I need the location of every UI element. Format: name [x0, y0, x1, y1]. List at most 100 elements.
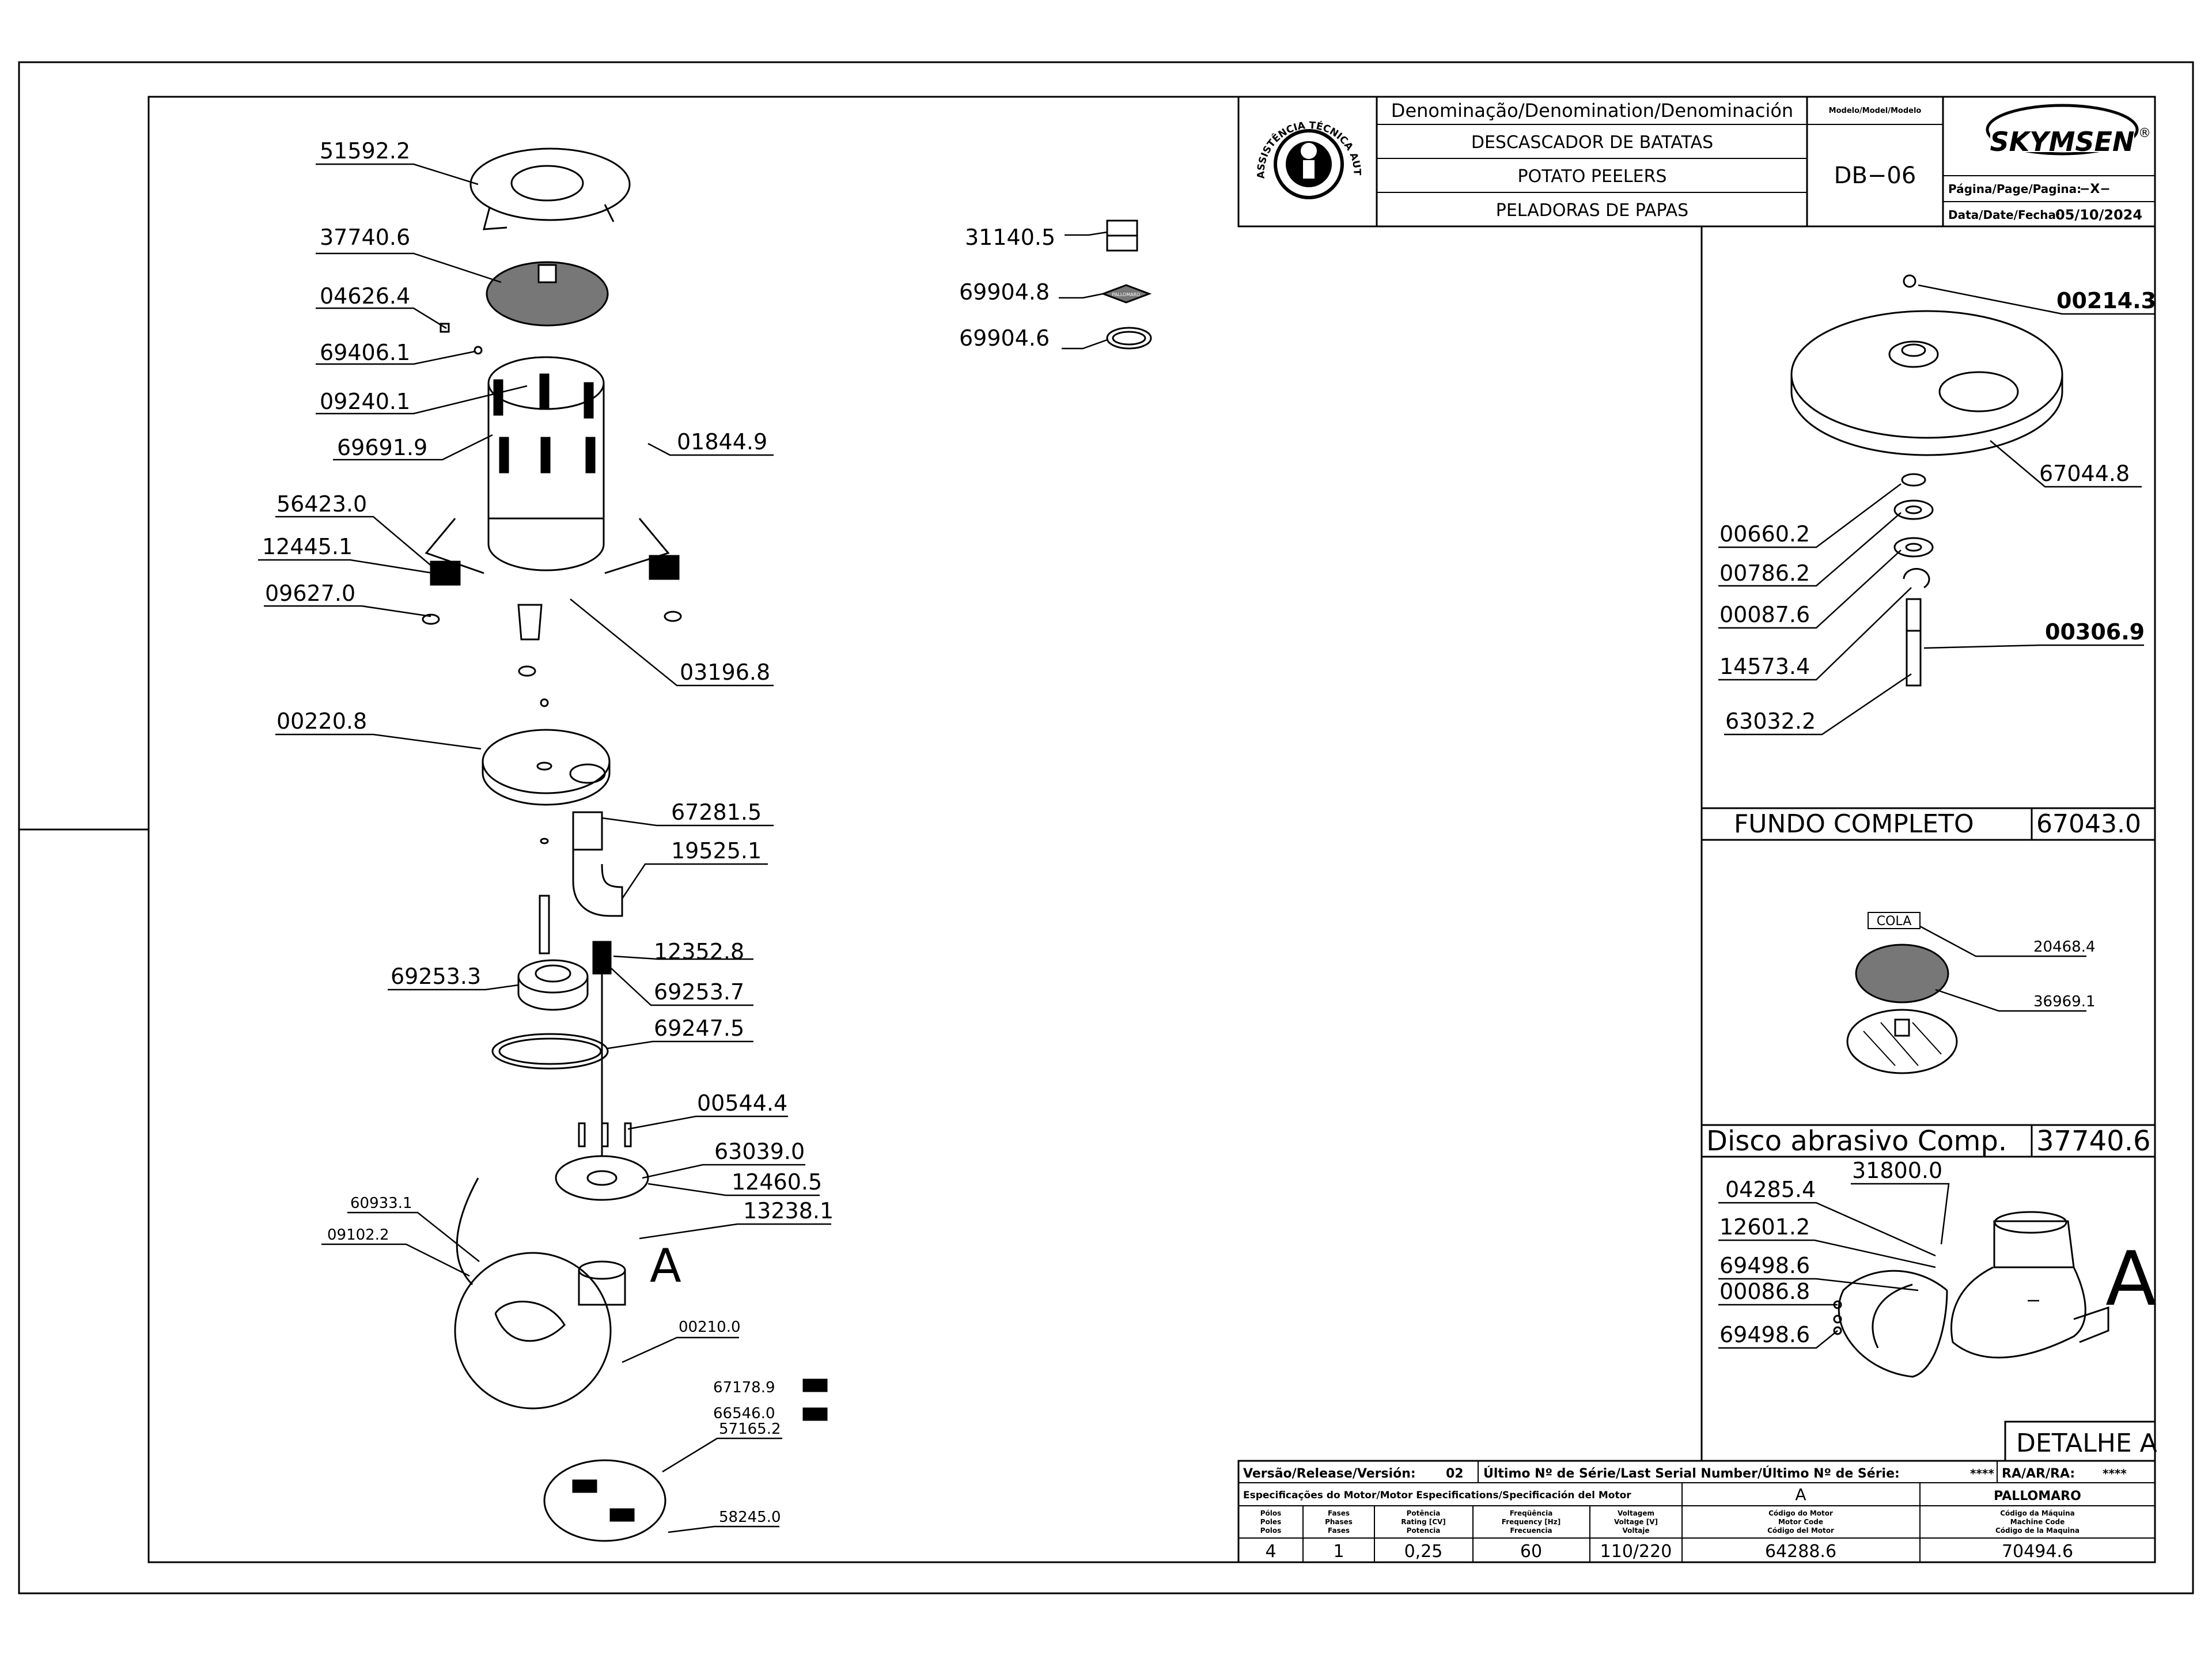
value-rating: 0,25	[1404, 1541, 1443, 1562]
part-label: 00786.2	[1719, 560, 1810, 586]
part-label: 57165.2	[719, 1421, 781, 1438]
part-label: 12445.1	[262, 534, 353, 559]
stamp-text: ASSISTÊNCIA TÉCNICA AUTORIZADA	[0, 0, 1363, 179]
main-part-labels: 51592.2 37740.6 04626.4 69406.1 09240.1 …	[262, 138, 1140, 1526]
product-name-es: PELADORAS DE PAPAS	[1496, 200, 1688, 221]
header-poles: Polos	[1260, 1527, 1282, 1535]
main-exploded-drawing	[422, 147, 1152, 1542]
value-machine-code: 70494.6	[2002, 1541, 2073, 1562]
motor-spec-label: Especificações do Motor/Motor Especifica…	[1243, 1490, 1631, 1501]
header-poles: Poles	[1260, 1518, 1281, 1526]
part-label: 66546.0	[713, 1405, 775, 1422]
page-value: −X−	[2080, 182, 2111, 196]
header-frequency: Freqüência	[1510, 1509, 1553, 1517]
value-motor-code: 64288.6	[1765, 1541, 1836, 1562]
release-label: Versão/Release/Versión:	[1243, 1467, 1416, 1481]
date-label: Data/Date/Fecha:	[1948, 208, 2061, 222]
brand-name: SKYMSEN	[1990, 126, 2135, 157]
part-label: 09240.1	[320, 389, 410, 414]
denomination-header: Denominação/Denomination/Denominación	[1391, 100, 1793, 122]
header-machine-code: Machine Code	[2010, 1518, 2065, 1526]
header-frequency: Frecuencia	[1510, 1527, 1552, 1535]
right-panels	[1700, 226, 2155, 1461]
part-label: 03196.8	[680, 660, 770, 685]
glue-tag: COLA	[1877, 914, 1912, 929]
skymsen-logo: SKYMSEN ®	[1986, 104, 2151, 157]
part-label: 00660.2	[1719, 521, 1810, 547]
leader-lines	[258, 163, 2154, 1533]
part-label: 37740.6	[320, 225, 410, 250]
accessory-badge-text: PALLOMARO	[1112, 292, 1141, 297]
part-label: 00220.8	[276, 709, 367, 734]
brand-registered-mark: ®	[2138, 126, 2151, 141]
serial-label: Último Nº de Série/Last Serial Number/Úl…	[1483, 1466, 1900, 1481]
header-frequency: Frequency [Hz]	[1502, 1518, 1560, 1526]
header-rating: Potencia	[1407, 1527, 1441, 1535]
part-label: 60933.1	[350, 1195, 412, 1212]
panel-part-labels: 00214.3 67044.8 00660.2 00786.2 00087.6 …	[1706, 288, 2157, 1458]
part-label: 00087.6	[1719, 602, 1810, 627]
header-motor-code: Motor Code	[1778, 1518, 1823, 1526]
header-phases: Phases	[1325, 1518, 1353, 1526]
detalhe-a-drawing	[1833, 1211, 2109, 1378]
part-label: 13238.1	[743, 1198, 834, 1224]
part-label: 19525.1	[671, 838, 762, 863]
part-label: 00214.3	[2056, 288, 2156, 313]
part-label: 67044.8	[2039, 461, 2130, 486]
machine-value: PALLOMARO	[1994, 1489, 2081, 1503]
outer-border	[18, 61, 2194, 1594]
part-label: 67178.9	[713, 1379, 775, 1396]
serial-value: ****	[1970, 1467, 1994, 1480]
disco-abrasivo-drawing	[1846, 944, 1958, 1074]
part-label: 69498.6	[1719, 1322, 1810, 1347]
part-label: 14573.4	[1719, 654, 1810, 679]
header-poles: Pólos	[1260, 1509, 1282, 1517]
header-rating: Rating [CV]	[1401, 1518, 1446, 1526]
header-machine-code: Código da Máquina	[2000, 1509, 2075, 1517]
authorized-service-stamp: ASSISTÊNCIA TÉCNICA AUTORIZADA	[0, 0, 1363, 199]
part-label: 69253.3	[391, 964, 481, 989]
motor-spec-block: Versão/Release/Versión: 02 Último Nº de …	[1237, 1460, 2156, 1563]
svg-text:ASSISTÊNCIA TÉCNICA AUTORIZADA: ASSISTÊNCIA TÉCNICA AUTORIZADA	[0, 0, 1363, 179]
model-header: Modelo/Model/Modelo	[1829, 107, 1922, 115]
part-label: 69904.6	[959, 325, 1050, 351]
ra-label: RA/AR/RA:	[2002, 1467, 2075, 1481]
part-label: 36969.1	[2033, 993, 2096, 1010]
header-phases: Fases	[1328, 1509, 1350, 1517]
part-label: 04626.4	[320, 283, 410, 309]
part-label: 20468.4	[2033, 938, 2096, 956]
part-label: 12352.8	[654, 939, 744, 964]
part-label: 63039.0	[714, 1139, 805, 1164]
part-label: 63032.2	[1725, 709, 1816, 734]
disco-title: Disco abrasivo Comp.	[1706, 1125, 2007, 1157]
part-label: 00210.0	[679, 1319, 741, 1336]
part-label: 69406.1	[320, 340, 410, 365]
header-voltage: Voltaje	[1622, 1527, 1649, 1535]
header-motor-code: Código del Motor	[1767, 1527, 1834, 1535]
header-motor-code: Código do Motor	[1768, 1509, 1833, 1517]
part-label: 56423.0	[276, 491, 367, 517]
part-label: 04285.4	[1725, 1177, 1816, 1202]
part-label: 00544.4	[697, 1090, 787, 1116]
header-voltage: Voltage [V]	[1614, 1518, 1658, 1526]
motor-spec-value: A	[1795, 1485, 1806, 1504]
part-label: 12460.5	[732, 1169, 822, 1195]
date-value: 05/10/2024	[2055, 207, 2142, 223]
part-label: 01844.9	[677, 429, 767, 454]
value-frequency: 60	[1520, 1541, 1542, 1562]
part-label: 51592.2	[320, 138, 410, 164]
value-phases: 1	[1333, 1541, 1344, 1562]
detail-a-marker: A	[650, 1239, 681, 1293]
detalhe-title: DETALHE A	[2016, 1429, 2157, 1458]
header-machine-code: Código de la Maquina	[1995, 1527, 2080, 1535]
model-code: DB−06	[1834, 162, 1916, 189]
release-value: 02	[1446, 1467, 1464, 1481]
product-name-en: POTATO PEELERS	[1518, 166, 1667, 187]
part-label: 00086.8	[1719, 1279, 1810, 1304]
product-name-pt: DESCASCADOR DE BATATAS	[1471, 132, 1713, 153]
part-label: 31140.5	[965, 225, 1055, 250]
title-block: ASSISTÊNCIA TÉCNICA AUTORIZADA Denominaç…	[0, 0, 2156, 228]
part-label: 09627.0	[265, 581, 355, 606]
fundo-code: 67043.0	[2036, 809, 2141, 839]
